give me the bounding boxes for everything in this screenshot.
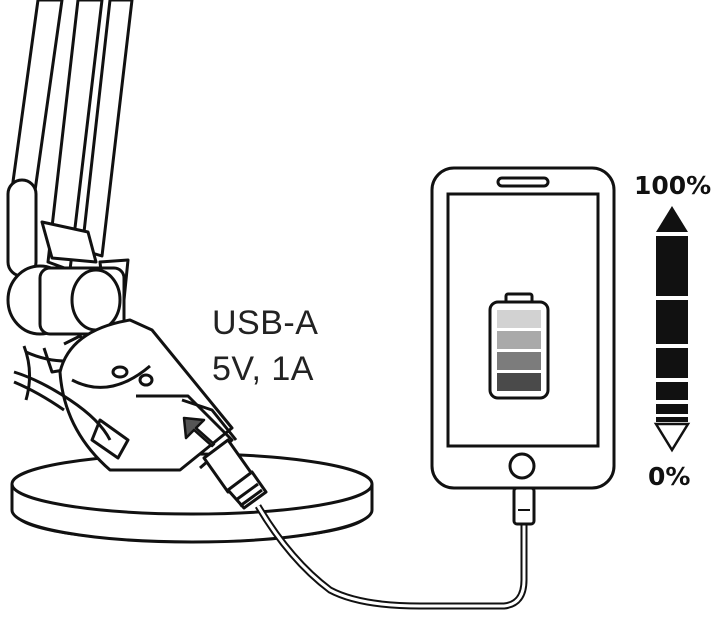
scale-segment [656,348,688,378]
lamp-arm [6,0,134,278]
scale-segment [656,404,688,414]
insert-arrow [182,416,216,448]
battery-cell [497,310,541,328]
battery-cell [497,352,541,370]
phone-connector [512,486,536,526]
battery-cell [497,331,541,349]
lamp-wire [13,345,112,441]
battery-icon [488,292,550,400]
usb-power-label: 5V, 1A [212,350,314,388]
scale-segment [656,417,688,422]
usb-type-label: USB-A [212,304,319,342]
charge-scale [653,206,691,453]
scale-segment [656,300,688,344]
lamp-base [10,452,374,544]
usb-plug [202,438,268,510]
scale-segment [656,236,688,296]
down-arrow-icon [653,422,691,453]
usb-cable [254,504,528,610]
charge-empty-label: 0% [648,462,691,491]
charge-full-label: 100% [634,171,712,200]
lamp-housing [58,318,238,472]
scale-segment [656,382,688,400]
battery-cell [497,373,541,391]
up-arrow-icon [656,206,688,232]
